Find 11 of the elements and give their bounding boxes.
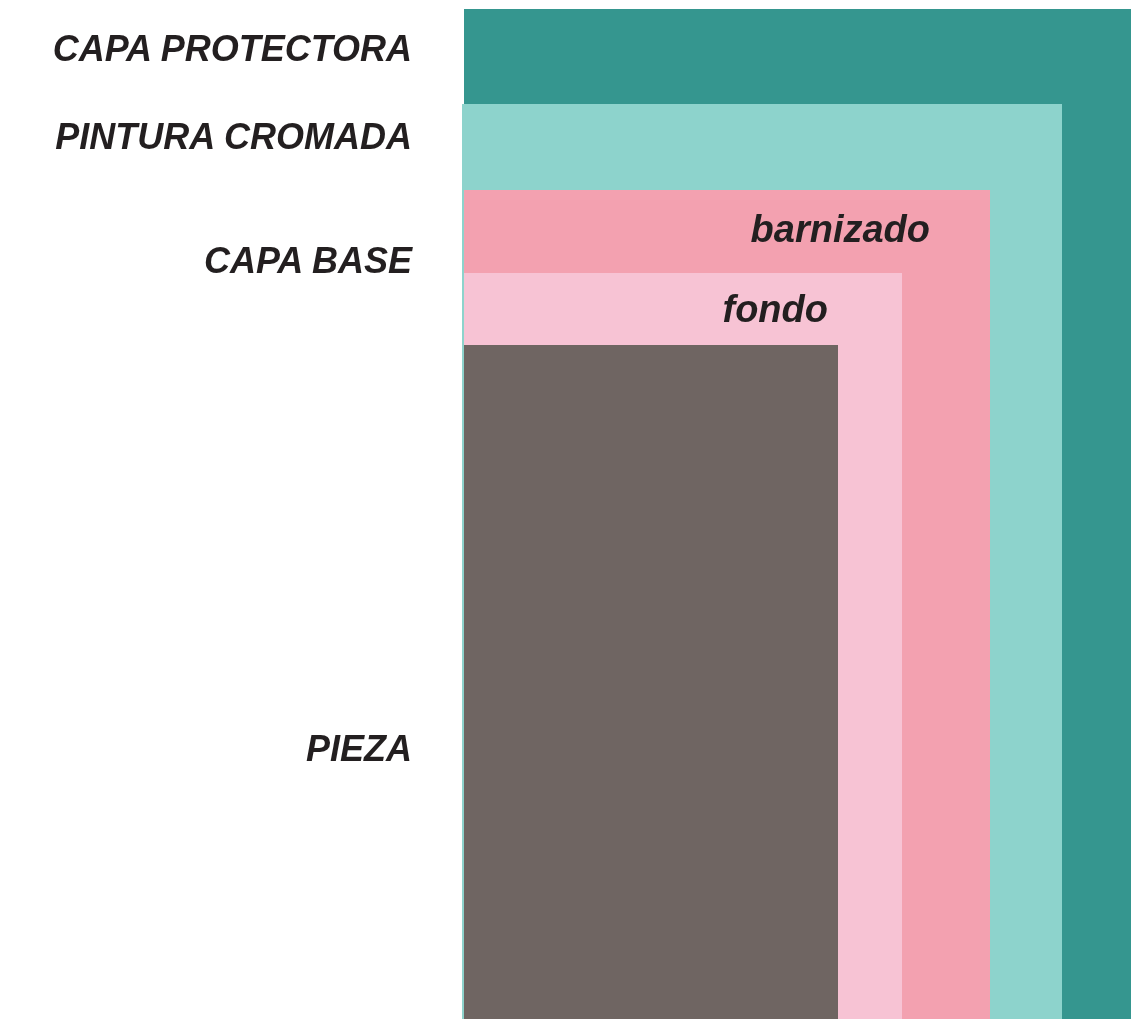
layer-block: [464, 9, 1131, 1019]
layer-block: [462, 104, 1062, 1019]
layer-block: [464, 273, 902, 1019]
layer-name: CAPA PROTECTORA: [52, 28, 412, 70]
layer-block: [464, 345, 838, 1019]
layer-name: PINTURA CROMADA: [55, 116, 412, 158]
layer-label: fondo: [722, 288, 828, 331]
layer-name: PIEZA: [306, 728, 412, 770]
layer-name: CAPA BASE: [203, 240, 412, 282]
layer-block: [464, 190, 990, 1019]
layer-label: barnizado: [750, 208, 930, 251]
